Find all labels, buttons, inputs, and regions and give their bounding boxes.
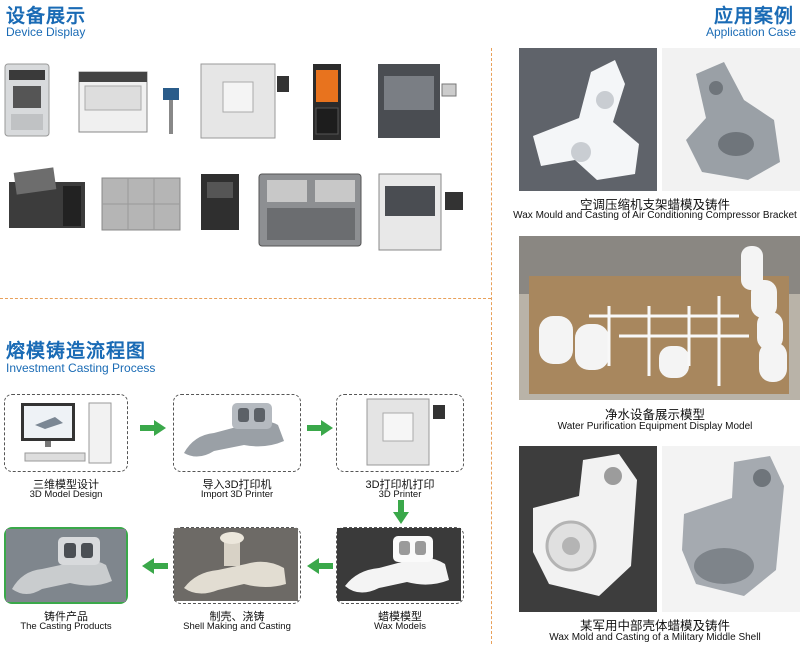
vertical-divider bbox=[491, 48, 492, 644]
shell-mold-icon bbox=[174, 528, 298, 601]
printer-8 bbox=[201, 174, 239, 230]
step-3d-printer-box bbox=[336, 394, 464, 472]
step-4-label-en: Wax Models bbox=[374, 621, 426, 632]
step-shell-casting-box bbox=[173, 527, 301, 604]
process-title: 熔模铸造流程图 bbox=[6, 341, 147, 362]
arrow-left-icon bbox=[142, 558, 168, 574]
step-5-label-en: Shell Making and Casting bbox=[183, 621, 291, 632]
device-display-title: 设备展示 bbox=[6, 6, 87, 27]
application-case-title: 应用案例 bbox=[713, 6, 794, 27]
case-2-label-en: Water Purification Equipment Display Mod… bbox=[557, 421, 753, 432]
process-subtitle: Investment Casting Process bbox=[6, 361, 156, 375]
device-display-subtitle: Device Display bbox=[6, 25, 86, 39]
wax-model-icon bbox=[337, 528, 461, 601]
computer-icon bbox=[21, 402, 112, 464]
printer-1 bbox=[4, 63, 50, 137]
printer-9 bbox=[258, 173, 362, 247]
arrow-left-icon bbox=[307, 558, 333, 574]
case-2-label-cn: 净水设备展示模型 bbox=[604, 408, 705, 422]
casting-product-icon bbox=[6, 529, 126, 602]
case-1-label-cn: 空调压缩机支架蜡模及铸件 bbox=[579, 198, 730, 212]
step-3-label-cn: 3D打印机打印 bbox=[365, 479, 435, 491]
printer-7 bbox=[101, 177, 181, 231]
case-2-model-image bbox=[519, 236, 800, 400]
case-3-wax-image bbox=[519, 446, 657, 612]
step-5-label-cn: 制壳、浇铸 bbox=[209, 611, 265, 623]
case-3-label-en: Wax Mold and Casting of a Military Middl… bbox=[549, 632, 761, 643]
step-2-label-en: Import 3D Printer bbox=[200, 489, 274, 500]
manifold-model-icon bbox=[184, 403, 284, 457]
printer-6 bbox=[9, 167, 85, 228]
arrow-right-icon bbox=[140, 420, 166, 436]
step-casting-products-box bbox=[4, 527, 128, 604]
case-3-casting-image bbox=[662, 446, 800, 612]
printer-10 bbox=[378, 173, 463, 251]
step-4-label-cn: 蜡模模型 bbox=[378, 611, 422, 623]
arrow-down-icon bbox=[393, 500, 409, 524]
step-6-label-en: The Casting Products bbox=[20, 621, 112, 632]
step-1-label-cn: 三维模型设计 bbox=[33, 479, 99, 491]
case-1-casting-image bbox=[662, 48, 800, 191]
case-1-label-en: Wax Mould and Casting of Air Conditionin… bbox=[513, 210, 797, 221]
printer-5 bbox=[378, 64, 457, 138]
step-import-printer-box bbox=[173, 394, 301, 472]
case-1-wax-image bbox=[519, 48, 657, 191]
printer-3 bbox=[200, 63, 289, 139]
case-3-label-cn: 某军用中部壳体蜡模及铸件 bbox=[579, 619, 730, 633]
step-1-label-en: 3D Model Design bbox=[29, 489, 103, 500]
printer-4 bbox=[313, 64, 341, 140]
step-6-label-cn: 铸件产品 bbox=[44, 611, 88, 623]
step-wax-models-box bbox=[336, 527, 464, 604]
horizontal-divider bbox=[0, 298, 491, 299]
step-3d-model-design-box bbox=[4, 394, 128, 472]
printer-2 bbox=[78, 71, 179, 134]
printer-icon bbox=[366, 398, 445, 466]
application-case-subtitle: Application Case bbox=[705, 25, 796, 39]
step-2-label-cn: 导入3D打印机 bbox=[202, 479, 272, 491]
step-3-label-en: 3D Printer bbox=[378, 489, 422, 500]
arrow-right-icon bbox=[307, 420, 333, 436]
